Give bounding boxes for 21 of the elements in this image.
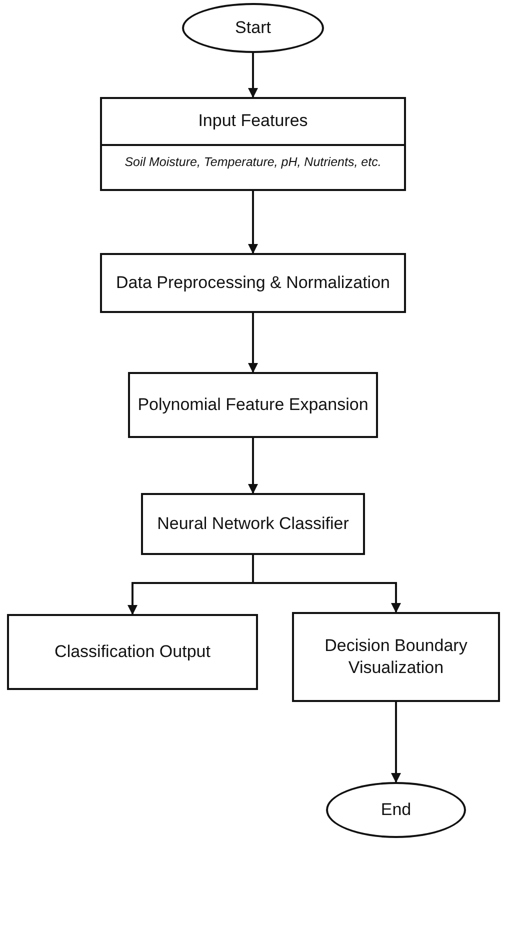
arrow (248, 191, 258, 254)
node-label: Neural Network Classifier (156, 512, 350, 535)
node-description: Soil Moisture, Temperature, pH, Nutrients, etc. (102, 144, 404, 178)
arrow (248, 313, 258, 373)
arrow (248, 53, 258, 98)
process-box (141, 493, 365, 555)
node-label: Data Preprocessing & Normalization (114, 272, 391, 294)
arrow (391, 702, 401, 783)
node-label: Input Features (197, 110, 309, 132)
process-box (100, 97, 406, 191)
process-box (100, 253, 406, 313)
node-label: Classification Output (54, 640, 212, 663)
arrow (248, 438, 258, 494)
node-label: Start (234, 16, 272, 39)
node-label: Polynomial Feature Expansion (136, 394, 370, 416)
process-box (7, 614, 258, 690)
process-box (292, 612, 500, 702)
node-label: End (380, 798, 412, 821)
process-box (128, 372, 378, 438)
arrow (252, 555, 401, 613)
node-label: Decision Boundary Visualization (324, 634, 468, 679)
